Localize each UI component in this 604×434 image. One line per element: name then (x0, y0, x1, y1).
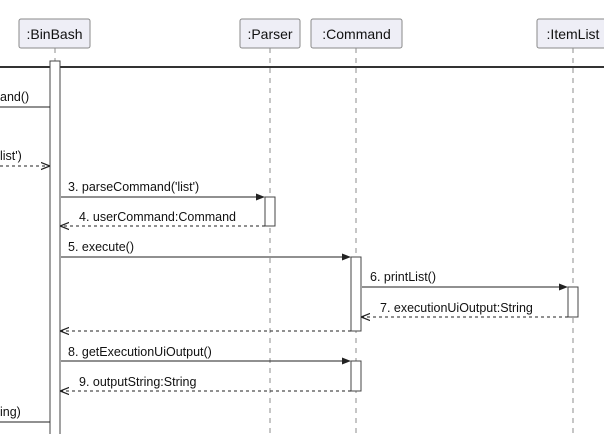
participant-itemlist: :ItemList (536, 18, 604, 49)
message-cut-list: list') (0, 149, 49, 166)
message-user-command-return: 4. userCommand:Command (61, 210, 265, 226)
message-label: and() (0, 90, 29, 104)
message-label: ing) (0, 405, 21, 419)
activation-command-execute (350, 256, 362, 332)
message-cut-bottom: ing) (0, 405, 50, 423)
message-execution-ui-output-return: 7. executionUiOutput:String (362, 301, 568, 317)
message-print-list: 6. printList() (362, 270, 568, 291)
participant-label: :Command (322, 26, 390, 42)
message-execute: 5. execute() (61, 240, 351, 261)
message-label: 4. userCommand:Command (79, 210, 236, 224)
message-cut-top: and() (0, 90, 50, 108)
message-label: 5. execute() (68, 240, 134, 254)
participant-label: :BinBash (26, 26, 82, 42)
activation-binbash (49, 60, 61, 434)
participant-command: :Command (310, 18, 403, 49)
message-label: 3. parseCommand('list') (68, 180, 199, 194)
activation-itemlist (567, 286, 579, 318)
activation-command-get-output (350, 360, 362, 392)
message-parse-command: 3. parseCommand('list') (61, 180, 265, 201)
message-get-execution-ui-output: 8. getExecutionUiOutput() (61, 345, 351, 365)
participant-label: :Parser (247, 26, 292, 42)
activation-parser (264, 196, 276, 227)
message-output-string-return: 9. outputString:String (61, 375, 351, 391)
message-label: 8. getExecutionUiOutput() (68, 345, 212, 359)
message-label: 7. executionUiOutput:String (380, 301, 533, 315)
message-label: 9. outputString:String (79, 375, 196, 389)
participant-binbash: :BinBash (18, 18, 91, 49)
participant-parser: :Parser (239, 18, 301, 49)
message-label: 6. printList() (370, 270, 436, 284)
message-label: list') (0, 149, 22, 163)
participant-label: :ItemList (547, 26, 600, 42)
